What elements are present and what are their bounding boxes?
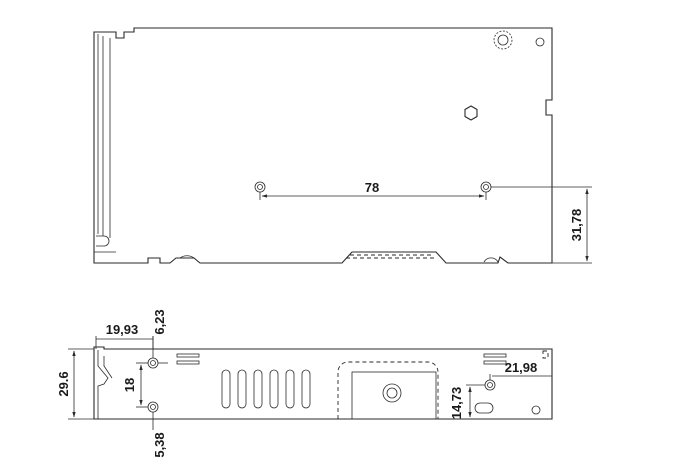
top-bottom-boss <box>179 255 195 259</box>
side-slot-3 <box>483 353 507 358</box>
top-fan-ring-outer <box>493 30 513 50</box>
side-slot-4 <box>483 360 507 365</box>
side-view-outline <box>93 346 553 420</box>
side-mount-hole-bottom <box>147 401 159 413</box>
side-slot-1 <box>176 353 200 358</box>
dim-label-623: 6,23 <box>152 309 167 334</box>
top-mount-hole-right <box>480 181 492 193</box>
top-hex-nut <box>464 105 478 121</box>
side-terminal-block <box>351 371 437 420</box>
side-left-bracket <box>97 350 109 419</box>
side-left-bracket-inner <box>103 356 113 379</box>
side-mount-hole-top <box>147 357 159 369</box>
side-right-hole <box>484 379 496 391</box>
top-small-hole <box>535 37 545 47</box>
dim-label-78: 78 <box>365 180 379 195</box>
dim-label-1993: 19,93 <box>106 322 139 337</box>
top-left-notch <box>96 235 110 247</box>
side-led-window <box>474 402 494 414</box>
top-fan-ring-inner <box>497 34 509 46</box>
dim-label-18: 18 <box>122 378 137 392</box>
dim-label-3178: 31,78 <box>569 209 584 242</box>
top-mount-hole-left <box>254 181 266 193</box>
dim-label-2198: 21,98 <box>505 360 538 375</box>
dim-label-538: 5,38 <box>152 432 167 457</box>
dim-label-296: 29.6 <box>56 371 71 396</box>
side-small-hole <box>531 405 541 415</box>
side-slot-2 <box>176 360 200 365</box>
top-bottom-boss-right <box>483 257 499 263</box>
side-terminal-screw <box>382 383 402 403</box>
top-view-outline <box>93 27 553 264</box>
side-vent-slots <box>221 369 311 409</box>
top-view: 78 31,78 <box>93 27 592 264</box>
dim-label-1473: 14,73 <box>449 387 464 420</box>
side-view: 19,93 6,23 29.6 18 5,38 21,98 14,73 <box>56 309 553 458</box>
side-terminal-outline <box>337 361 439 419</box>
side-right-tab <box>542 350 549 359</box>
